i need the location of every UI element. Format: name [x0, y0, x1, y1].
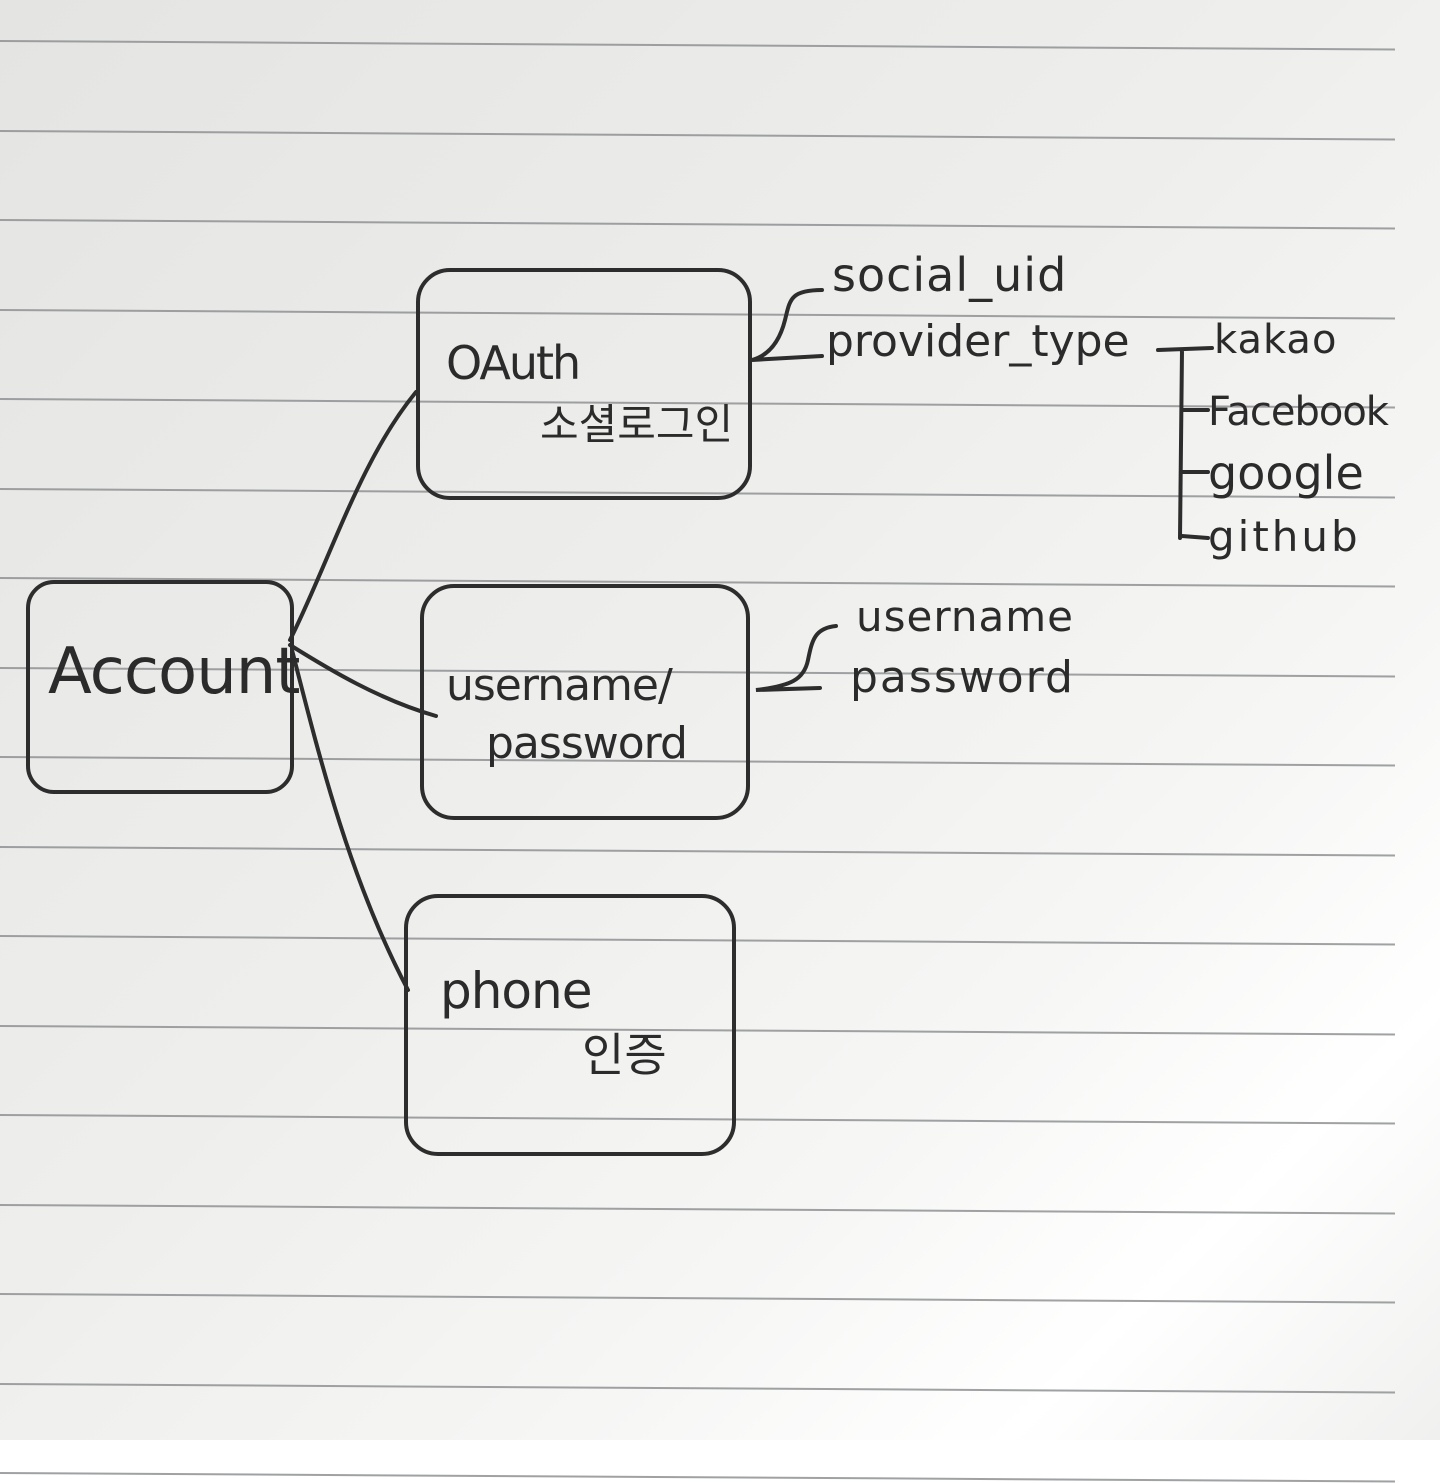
- edge-account-userpass: [288, 643, 438, 718]
- ruled-line: [0, 1472, 1395, 1483]
- brace-userpass-fields: [755, 624, 838, 692]
- phone-node: [404, 894, 736, 1156]
- edge-account-phone: [290, 648, 410, 992]
- oauth-label: OAuth: [446, 336, 581, 390]
- connector-lines: [288, 288, 1214, 992]
- phone-sublabel: 인증: [582, 1028, 667, 1082]
- oauth-field-social-uid: social_uid: [832, 248, 1068, 302]
- phone-label: phone: [440, 962, 592, 1020]
- edge-account-oauth: [288, 390, 418, 642]
- userpass-field-username: username: [856, 592, 1074, 641]
- userpass-field-password: password: [850, 652, 1075, 703]
- provider-github: github: [1208, 512, 1361, 561]
- userpass-node: [420, 584, 750, 820]
- provider-facebook: Facebook: [1208, 389, 1389, 435]
- oauth-field-provider-type: provider_type: [826, 316, 1130, 367]
- provider-kakao: kakao: [1214, 317, 1338, 363]
- brace-oauth-fields: [751, 288, 824, 362]
- account-node: [26, 580, 294, 794]
- brace-providers: [1156, 346, 1214, 540]
- account-label: Account: [48, 635, 300, 709]
- provider-google: google: [1208, 446, 1364, 500]
- userpass-label-line2: password: [486, 718, 688, 769]
- oauth-sublabel: 소셜로그인: [540, 400, 734, 449]
- userpass-label-line1: username/: [446, 660, 673, 711]
- oauth-node: [416, 268, 752, 500]
